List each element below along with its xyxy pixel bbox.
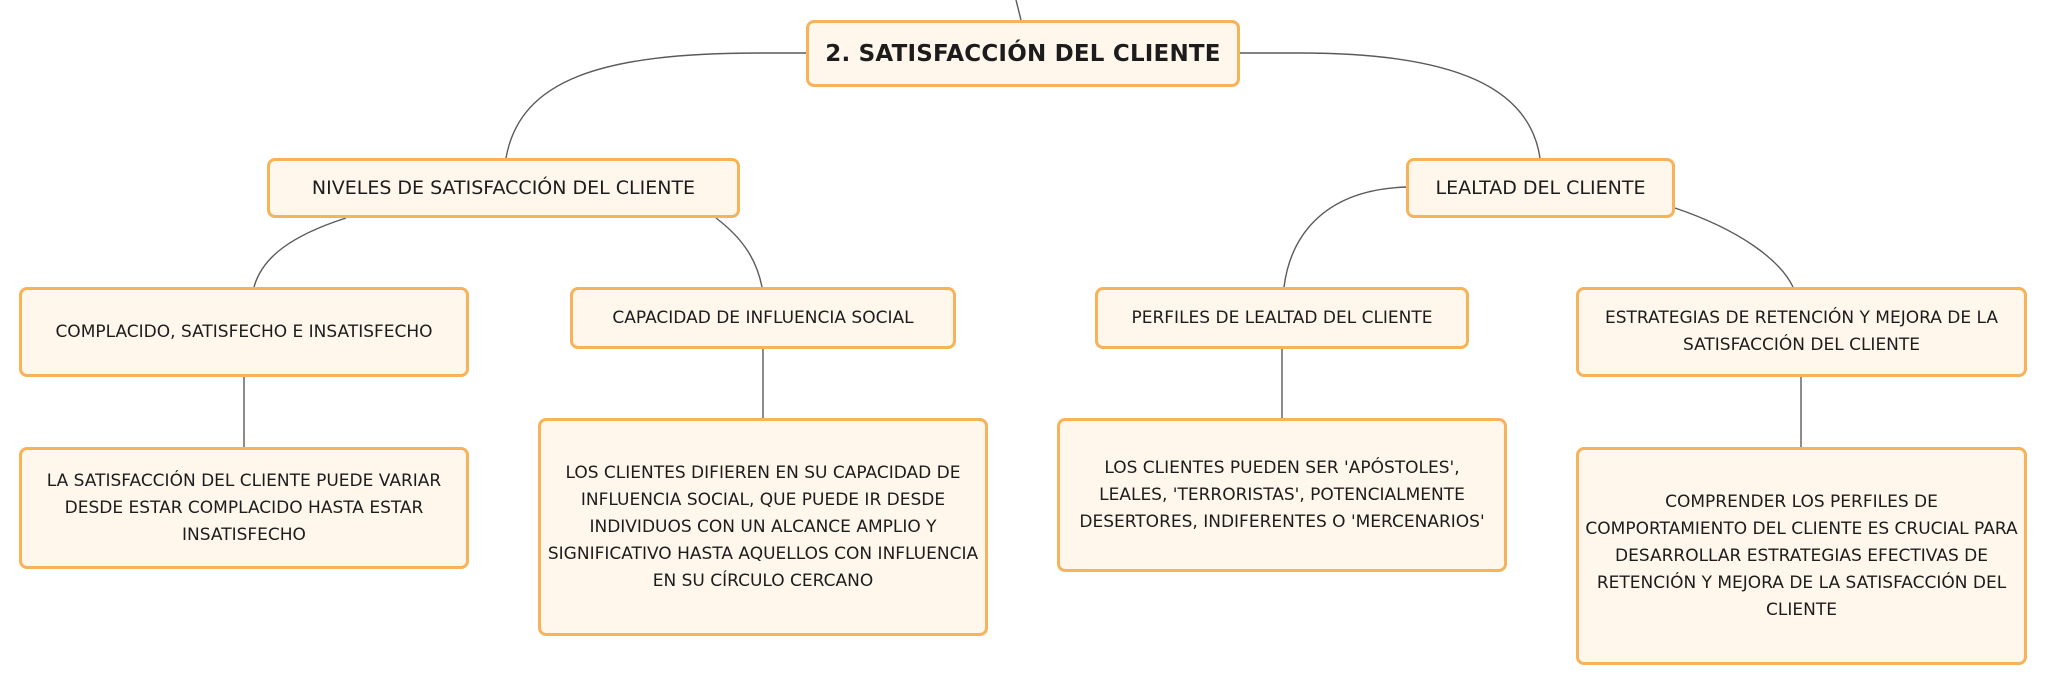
detail-text-perfiles: LOS CLIENTES PUEDEN SER 'APÓSTOLES', LEA… <box>1079 457 1485 532</box>
detail-text-estrategias: COMPRENDER LOS PERFILES DE COMPORTAMIENT… <box>1585 491 2018 620</box>
child-node-estrategias[interactable]: ESTRATEGIAS DE RETENCIÓN Y MEJORA DE LA … <box>1576 287 2027 377</box>
branch-label-niveles: NIVELES DE SATISFACCIÓN DEL CLIENTE <box>311 177 696 199</box>
connector-niveles-to-influencia <box>715 217 763 288</box>
branch-node-niveles[interactable]: NIVELES DE SATISFACCIÓN DEL CLIENTE <box>267 158 740 218</box>
child-node-influencia[interactable]: CAPACIDAD DE INFLUENCIA SOCIAL <box>570 287 956 349</box>
detail-node-influencia[interactable]: LOS CLIENTES DIFIEREN EN SU CAPACIDAD DE… <box>538 418 988 636</box>
connector-root-to-niveles <box>505 52 806 159</box>
connector-niveles-to-complacido <box>253 217 347 288</box>
root-node[interactable]: 2. SATISFACCIÓN DEL CLIENTE <box>806 20 1240 87</box>
child-node-complacido[interactable]: COMPLACIDO, SATISFECHO E INSATISFECHO <box>19 287 469 377</box>
child-label-estrategias: ESTRATEGIAS DE RETENCIÓN Y MEJORA DE LA … <box>1605 308 1998 355</box>
detail-text-complacido: LA SATISFACCIÓN DEL CLIENTE PUEDE VARIAR… <box>46 470 442 545</box>
child-label-complacido: COMPLACIDO, SATISFECHO E INSATISFECHO <box>55 321 433 342</box>
connector-top-incoming <box>1015 0 1022 21</box>
root-title: 2. SATISFACCIÓN DEL CLIENTE <box>825 40 1221 67</box>
detail-node-estrategias[interactable]: COMPRENDER LOS PERFILES DE COMPORTAMIENT… <box>1576 447 2027 665</box>
branch-node-lealtad[interactable]: LEALTAD DEL CLIENTE <box>1406 158 1675 218</box>
detail-text-influencia: LOS CLIENTES DIFIEREN EN SU CAPACIDAD DE… <box>547 462 979 591</box>
child-label-perfiles: PERFILES DE LEALTAD DEL CLIENTE <box>1131 307 1433 328</box>
connector-lealtad-to-estrategias <box>1674 207 1794 288</box>
detail-node-perfiles[interactable]: LOS CLIENTES PUEDEN SER 'APÓSTOLES', LEA… <box>1057 418 1507 572</box>
connector-root-to-lealtad <box>1240 52 1541 159</box>
branch-label-lealtad: LEALTAD DEL CLIENTE <box>1435 177 1646 199</box>
child-node-perfiles[interactable]: PERFILES DE LEALTAD DEL CLIENTE <box>1095 287 1469 349</box>
detail-node-complacido[interactable]: LA SATISFACCIÓN DEL CLIENTE PUEDE VARIAR… <box>19 447 469 569</box>
child-label-influencia: CAPACIDAD DE INFLUENCIA SOCIAL <box>612 307 914 328</box>
connector-lealtad-to-perfiles <box>1283 186 1407 288</box>
